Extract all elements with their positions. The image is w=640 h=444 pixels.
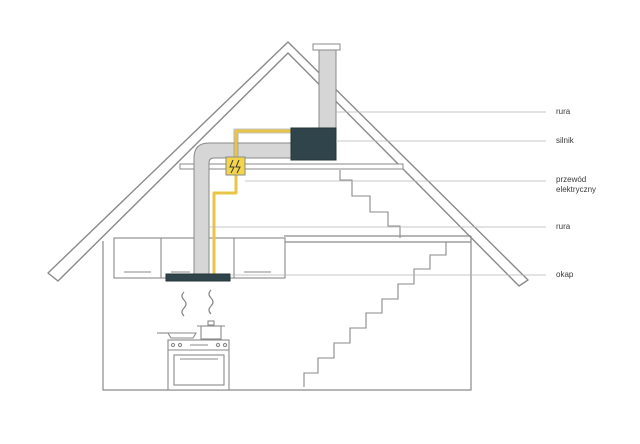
label-silnik: silnik xyxy=(556,136,574,145)
attic-floor xyxy=(179,163,404,170)
leader-lines xyxy=(210,111,546,276)
label-rura-mid: rura xyxy=(556,222,571,231)
label-okap: okap xyxy=(556,270,574,279)
steam-icon xyxy=(181,289,214,317)
stove xyxy=(167,339,230,391)
range-hood xyxy=(165,273,231,282)
electric-wire-outline xyxy=(233,128,292,157)
pan-icon xyxy=(157,332,197,339)
electric-wire xyxy=(212,129,292,274)
motor xyxy=(290,127,337,161)
roof xyxy=(47,41,529,287)
electric-junction-box-icon xyxy=(225,156,246,176)
label-rura-top: rura xyxy=(556,107,571,116)
stairs xyxy=(303,170,447,387)
house-walls xyxy=(102,235,472,391)
label-przewod-elektryczny: przewód elektryczny xyxy=(556,175,597,194)
pot-icon xyxy=(197,320,225,340)
chimney-pipe xyxy=(312,43,341,131)
